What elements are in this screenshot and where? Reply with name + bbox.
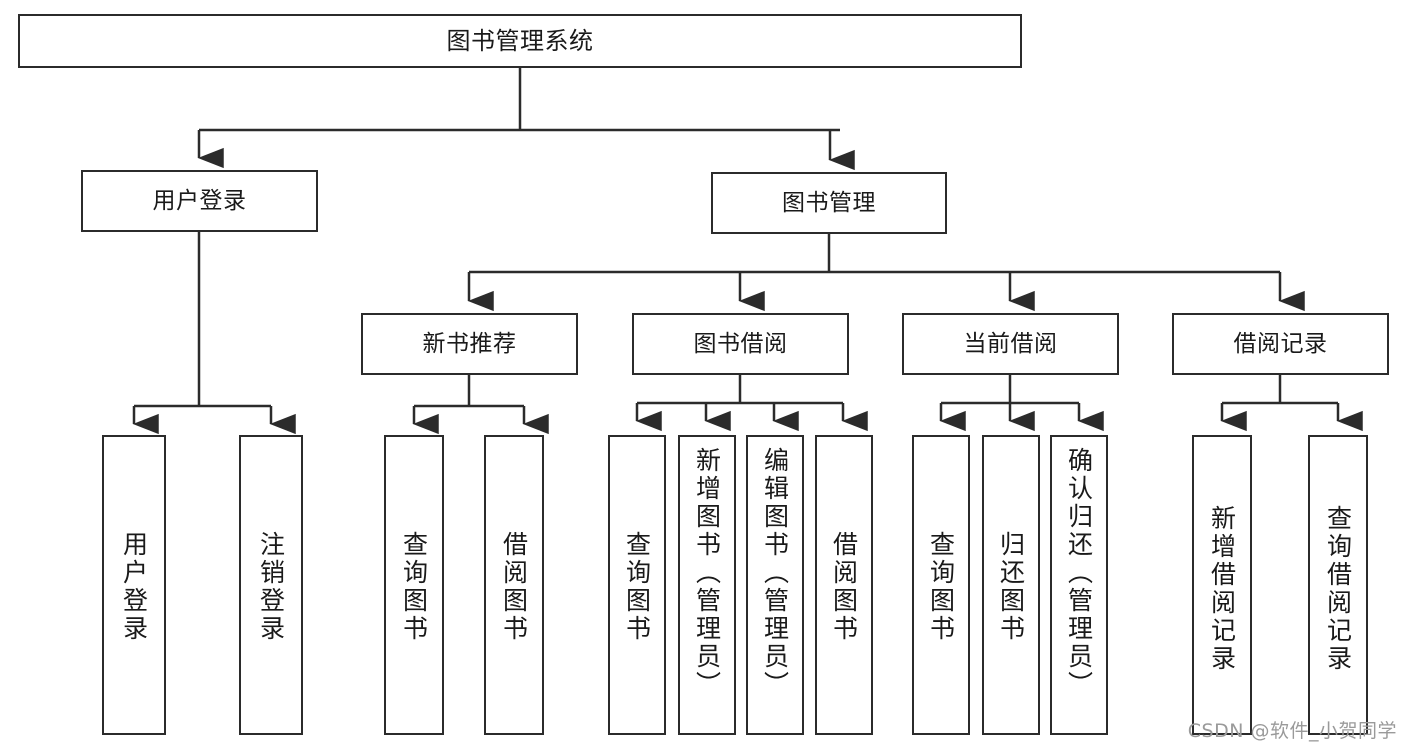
node-current-borrow[interactable]: 当前借阅 <box>902 313 1119 375</box>
node-label: 新增借阅记录 <box>1207 505 1237 673</box>
leaf-query-borrow-record[interactable]: 查询借阅记录 <box>1308 435 1368 735</box>
leaf-confirm-return-admin[interactable]: 确认归还（管理员） <box>1050 435 1108 735</box>
node-label: 借阅图书 <box>499 531 529 643</box>
leaf-add-borrow-record[interactable]: 新增借阅记录 <box>1192 435 1252 735</box>
leaf-query-book-current[interactable]: 查询图书 <box>912 435 970 735</box>
node-label: 用户登录 <box>152 187 247 214</box>
node-root-system[interactable]: 图书管理系统 <box>18 14 1022 68</box>
csdn-watermark: CSDN @软件_小贺同学 <box>1187 720 1397 742</box>
node-new-book-recommend[interactable]: 新书推荐 <box>361 313 578 375</box>
node-book-management[interactable]: 图书管理 <box>711 172 947 234</box>
node-label: 图书管理系统 <box>446 27 594 55</box>
node-label: 归还图书 <box>996 531 1026 643</box>
node-label: 查询图书 <box>926 531 956 643</box>
leaf-logout[interactable]: 注销登录 <box>239 435 303 735</box>
node-label: 当前借阅 <box>963 330 1058 357</box>
leaf-query-book-borrow[interactable]: 查询图书 <box>608 435 666 735</box>
node-label: 图书借阅 <box>693 330 788 357</box>
node-label: 图书管理 <box>782 189 876 216</box>
node-label: 查询图书 <box>399 531 429 643</box>
leaf-return-book[interactable]: 归还图书 <box>982 435 1040 735</box>
node-user-login[interactable]: 用户登录 <box>81 170 318 232</box>
node-label: 借阅图书 <box>829 531 859 643</box>
node-label: 借阅记录 <box>1233 330 1328 357</box>
leaf-user-login[interactable]: 用户登录 <box>102 435 166 735</box>
leaf-add-book-admin[interactable]: 新增图书（管理员） <box>678 435 736 735</box>
leaf-query-book-recommend[interactable]: 查询图书 <box>384 435 444 735</box>
leaf-borrow-book[interactable]: 借阅图书 <box>815 435 873 735</box>
node-label: 查询图书 <box>622 531 652 643</box>
node-borrow-record[interactable]: 借阅记录 <box>1172 313 1389 375</box>
node-label: 用户登录 <box>119 531 149 643</box>
leaf-edit-book-admin[interactable]: 编辑图书（管理员） <box>746 435 804 735</box>
node-label: 编辑图书（管理员） <box>760 447 790 699</box>
node-label: 确认归还（管理员） <box>1064 447 1094 699</box>
node-label: 注销登录 <box>256 531 286 643</box>
node-label: 查询借阅记录 <box>1323 505 1353 673</box>
leaf-borrow-book-recommend[interactable]: 借阅图书 <box>484 435 544 735</box>
node-book-borrow[interactable]: 图书借阅 <box>632 313 849 375</box>
node-label: 新书推荐 <box>422 330 517 357</box>
node-label: 新增图书（管理员） <box>692 447 722 699</box>
